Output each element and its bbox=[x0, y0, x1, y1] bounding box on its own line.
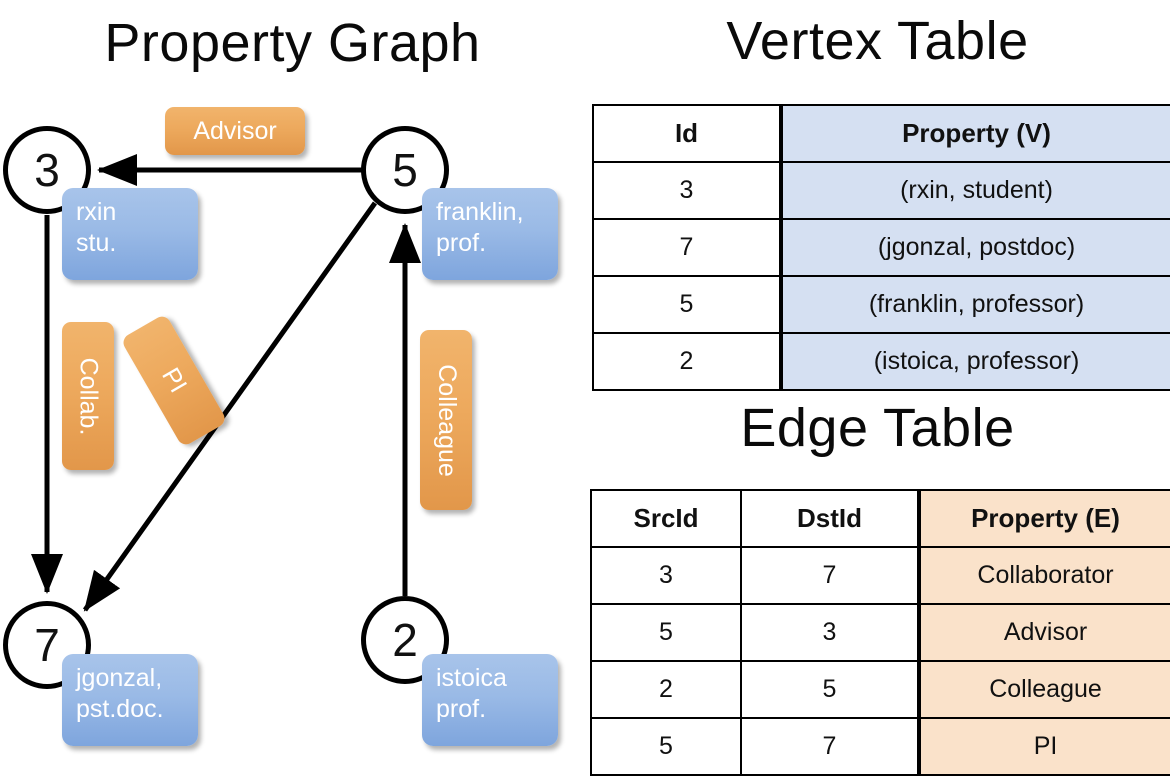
table-row: 7 (jgonzal, postdoc) bbox=[592, 218, 1170, 277]
edge-cell-srcid: 5 bbox=[590, 603, 742, 662]
edge-label-pi-text: PI bbox=[156, 363, 193, 398]
vertex-cell-property: (franklin, professor) bbox=[779, 275, 1170, 334]
edge-cell-srcid: 2 bbox=[590, 660, 742, 719]
table-row: 3 (rxin, student) bbox=[592, 161, 1170, 220]
edge-table-header-srcid: SrcId bbox=[590, 489, 742, 548]
table-row: 5 3 Advisor bbox=[590, 603, 1170, 662]
edge-label-advisor: Advisor bbox=[165, 107, 305, 155]
edge-label-colleague-text: Colleague bbox=[432, 363, 461, 477]
graph-node-5[interactable]: 5 bbox=[361, 126, 449, 214]
graph-node-2[interactable]: 2 bbox=[361, 596, 449, 684]
edge-label-advisor-text: Advisor bbox=[193, 116, 277, 145]
edge-table: SrcId DstId Property (E) 3 7 Collaborato… bbox=[590, 489, 1170, 776]
vertex-table-header-row: Id Property (V) bbox=[592, 104, 1170, 163]
page-title-vertex-table: Vertex Table bbox=[726, 11, 1029, 71]
table-row: 2 5 Colleague bbox=[590, 660, 1170, 719]
page-title-property-graph: Property Graph bbox=[104, 13, 481, 73]
edge-table-header-dstid: DstId bbox=[740, 489, 920, 548]
vertex-cell-property: (istoica, professor) bbox=[779, 332, 1170, 391]
edge-cell-dstid: 7 bbox=[740, 546, 920, 605]
edge-table-header-property: Property (E) bbox=[917, 489, 1170, 548]
page-title-edge-table: Edge Table bbox=[740, 398, 1015, 458]
edge-cell-property: Advisor bbox=[917, 603, 1170, 662]
node-property-box-5: franklin, prof. bbox=[422, 188, 558, 280]
vertex-cell-id: 7 bbox=[592, 218, 782, 277]
table-row: 5 7 PI bbox=[590, 717, 1170, 776]
edge-cell-property: Colleague bbox=[917, 660, 1170, 719]
table-row: 3 7 Collaborator bbox=[590, 546, 1170, 605]
edge-line-5-to-7 bbox=[82, 201, 378, 612]
edge-cell-dstid: 5 bbox=[740, 660, 920, 719]
edge-cell-srcid: 3 bbox=[590, 546, 742, 605]
node-property-box-2: istoica prof. bbox=[422, 654, 558, 746]
edge-label-collab: Collab. bbox=[62, 322, 114, 470]
vertex-cell-id: 5 bbox=[592, 275, 782, 334]
vertex-table: Id Property (V) 3 (rxin, student) 7 (jgo… bbox=[592, 104, 1170, 391]
vertex-cell-property: (rxin, student) bbox=[779, 161, 1170, 220]
edge-cell-dstid: 7 bbox=[740, 717, 920, 776]
vertex-table-header-property: Property (V) bbox=[779, 104, 1170, 163]
graph-edge-lines bbox=[31, 154, 421, 612]
edge-cell-dstid: 3 bbox=[740, 603, 920, 662]
edge-table-header-row: SrcId DstId Property (E) bbox=[590, 489, 1170, 548]
edge-label-colleague: Colleague bbox=[420, 330, 472, 510]
table-row: 2 (istoica, professor) bbox=[592, 332, 1170, 391]
edge-cell-property: Collaborator bbox=[917, 546, 1170, 605]
vertex-cell-id: 2 bbox=[592, 332, 782, 391]
edge-label-collab-text: Collab. bbox=[74, 357, 103, 435]
edge-cell-property: PI bbox=[917, 717, 1170, 776]
vertex-cell-id: 3 bbox=[592, 161, 782, 220]
node-property-box-3: rxin stu. bbox=[62, 188, 198, 280]
edge-cell-srcid: 5 bbox=[590, 717, 742, 776]
node-property-box-7: jgonzal, pst.doc. bbox=[62, 654, 198, 746]
table-row: 5 (franklin, professor) bbox=[592, 275, 1170, 334]
property-graph-diagram: 3 5 7 2 rxin stu. franklin, prof. jgonza… bbox=[0, 0, 585, 760]
vertex-table-header-id: Id bbox=[592, 104, 782, 163]
vertex-cell-property: (jgonzal, postdoc) bbox=[779, 218, 1170, 277]
